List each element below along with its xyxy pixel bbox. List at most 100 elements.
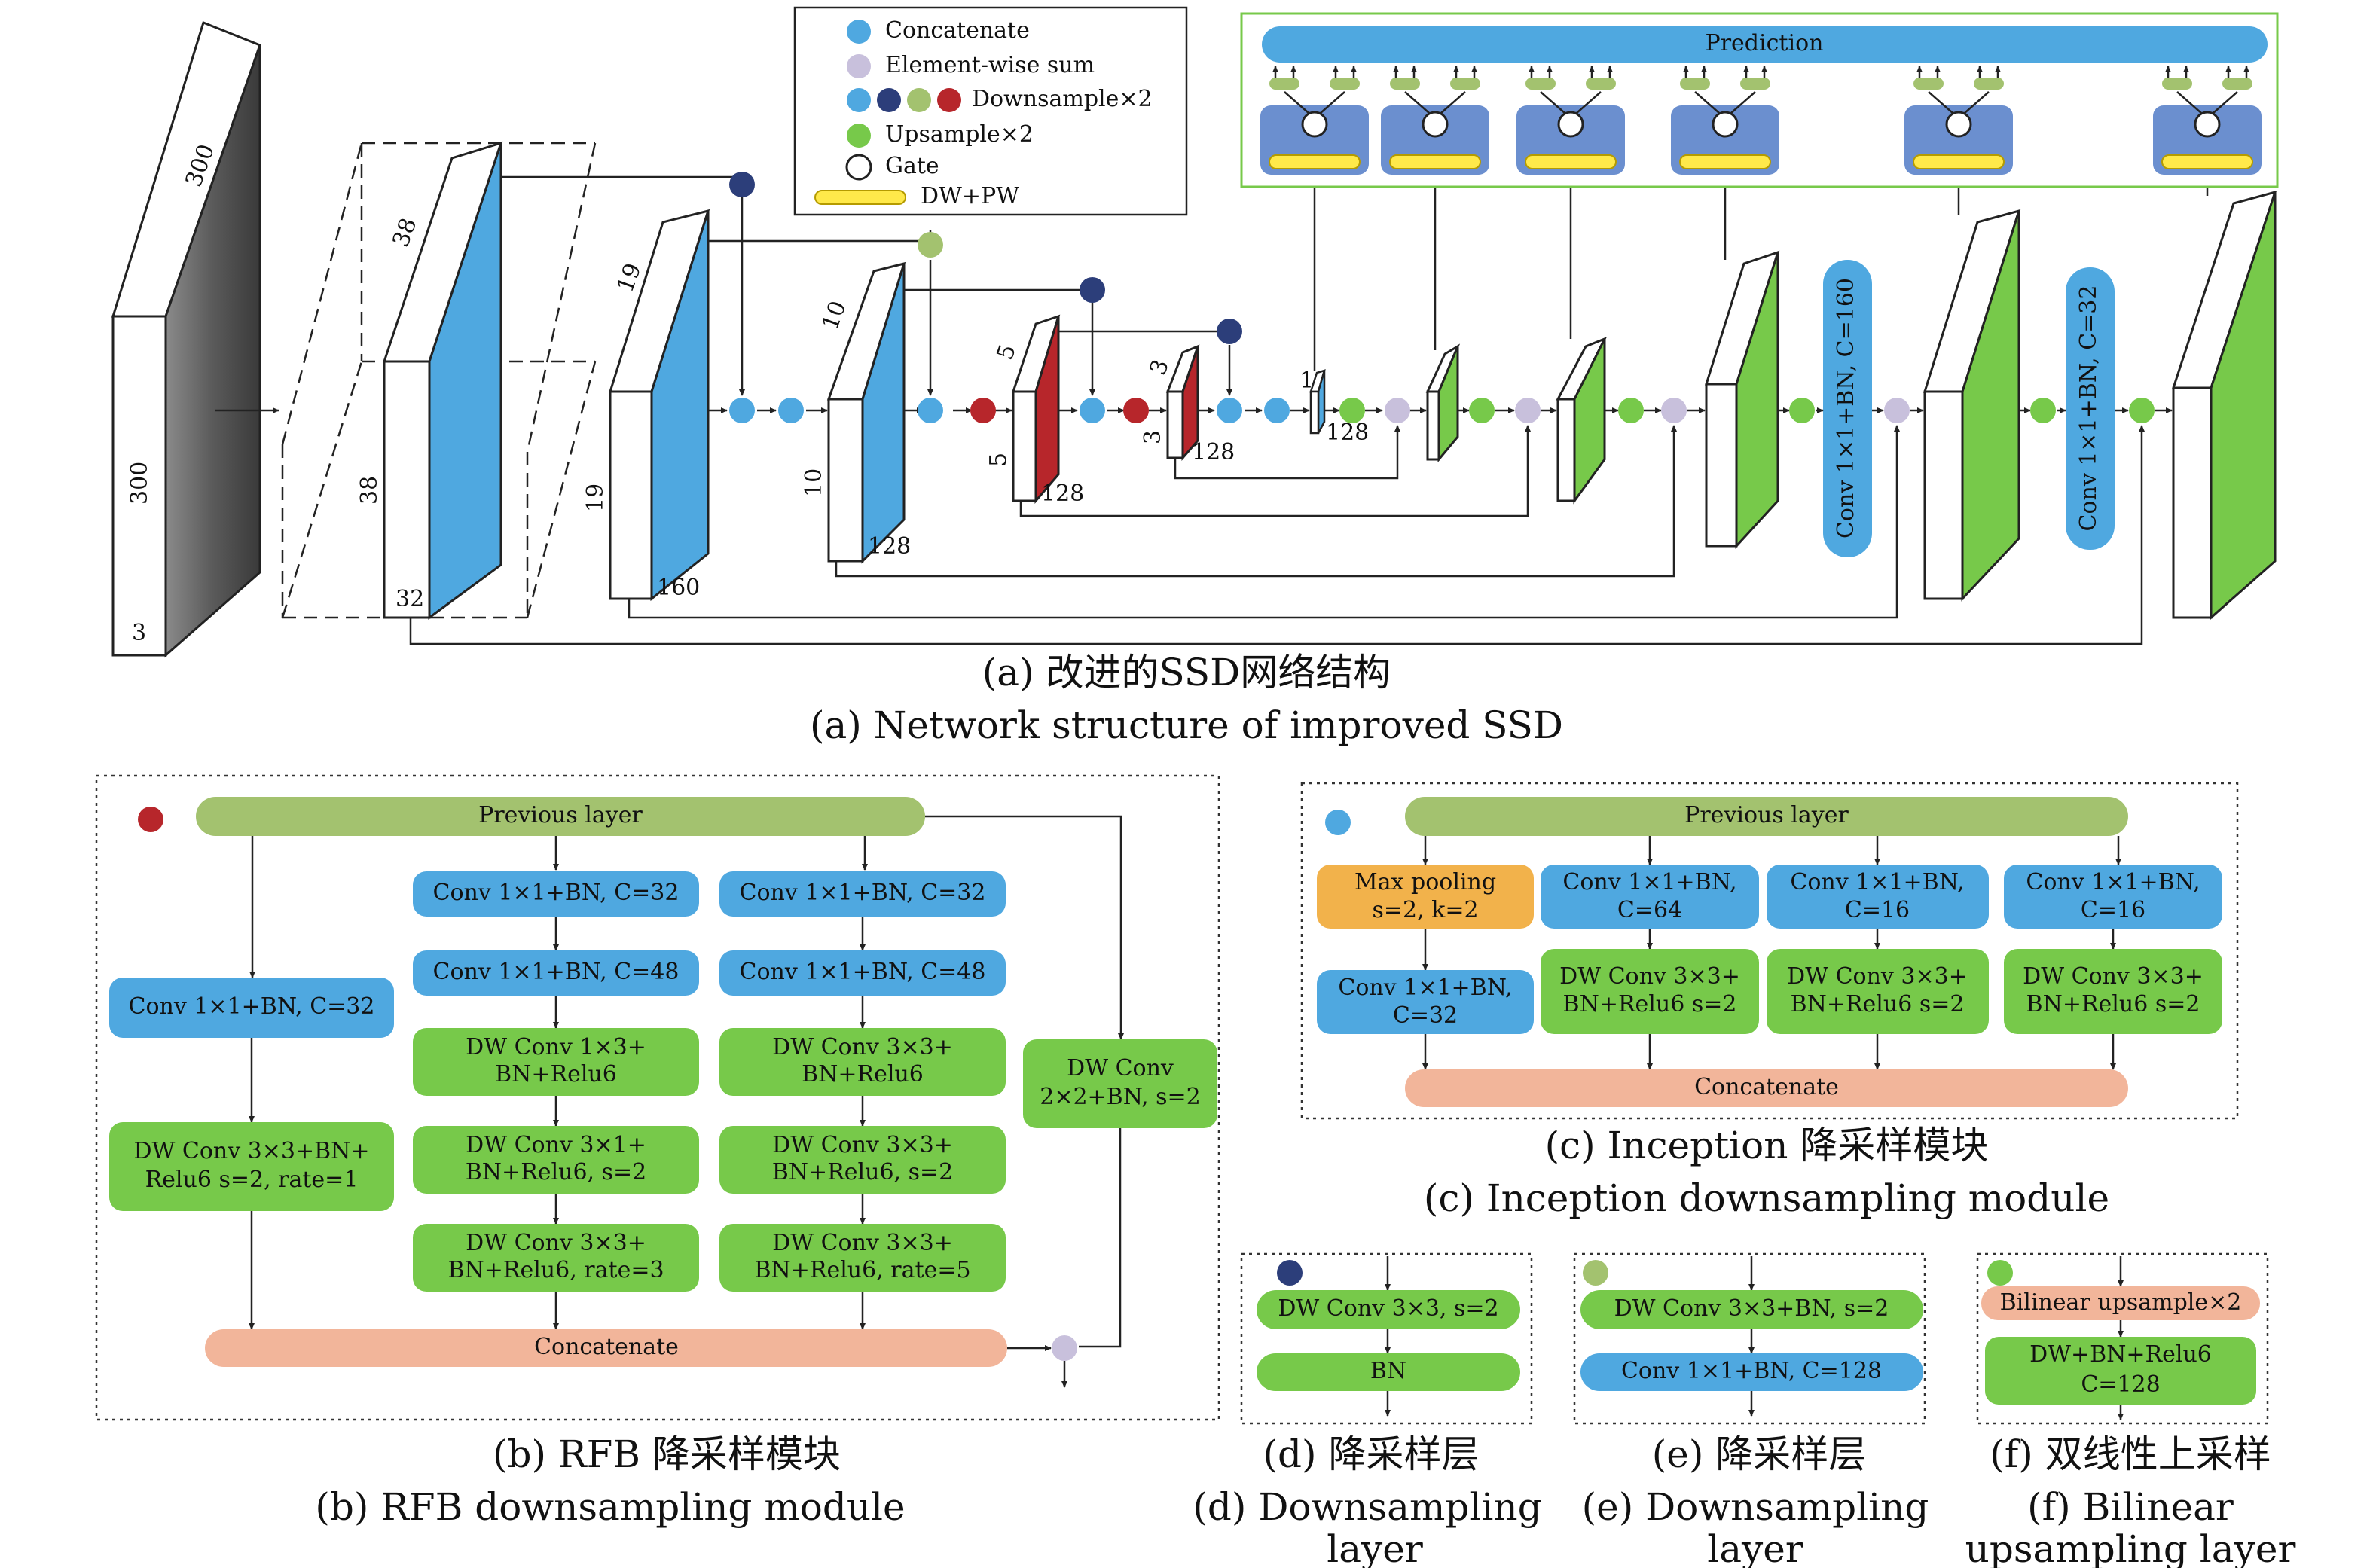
concatenate-icon	[729, 398, 755, 423]
branch-pill	[1330, 78, 1360, 90]
caption-f-en2: upsampling layer	[1965, 1527, 2296, 1568]
rfb-mid-3b: BN+Relu6	[495, 1061, 617, 1088]
dim-label: 19	[582, 484, 609, 512]
output-block-3	[1425, 343, 1461, 463]
rfb-right-4b: BN+Relu6, s=2	[772, 1159, 953, 1185]
dim-label: 128	[1326, 419, 1369, 446]
branch-pill	[1974, 78, 2004, 90]
branch-line	[1320, 91, 1345, 114]
rfb-concat: Concatenate	[534, 1334, 679, 1360]
inception-c16a-b: C=16	[1845, 897, 1910, 923]
dim-label: 38	[356, 476, 383, 505]
gate-icon	[1301, 111, 1328, 138]
caption-f-en1: (f) Bilinear	[2027, 1485, 2234, 1529]
branch-line	[1404, 91, 1430, 114]
dim-label: 38	[388, 215, 423, 251]
caption-d-cn: (d) 降采样层	[1263, 1432, 1480, 1476]
prediction-units	[1260, 66, 2262, 175]
branch-pill	[1740, 78, 1770, 90]
upsample-icon	[1618, 398, 1644, 423]
caption-e-en1: (e) Downsampling	[1582, 1485, 1929, 1529]
sum-icon	[2129, 398, 2155, 423]
rfb-previous: Previous layer	[478, 802, 643, 828]
downsample-icon	[138, 807, 163, 832]
downsample-icon	[1080, 277, 1105, 303]
prediction-label: Prediction	[1706, 30, 1824, 56]
output-block-10	[1704, 250, 1780, 549]
sum-icon	[1661, 398, 1687, 423]
branch-line	[1928, 91, 1953, 114]
dim-label: 160	[657, 575, 700, 601]
downsample-icon	[729, 172, 755, 197]
inception-module: Previous layer Max pooling s=2, k=2 Conv…	[1300, 782, 2239, 1120]
branch-line	[1540, 91, 1565, 114]
upsample-icon	[1469, 398, 1495, 423]
upsample-icon	[2030, 398, 2056, 423]
feature-block-19: 19 19 160	[582, 209, 710, 602]
inception-concat: Concatenate	[1694, 1074, 1839, 1100]
branch-line	[1694, 91, 1720, 114]
downsample-icon	[1217, 319, 1242, 344]
caption-d-en2: layer	[1327, 1527, 1423, 1568]
dim-label: 5	[985, 453, 1012, 467]
conv160-block: Conv 1×1+BN, C=160	[1823, 260, 1872, 557]
inception-c32-b: C=32	[1393, 1002, 1458, 1029]
dim-label: 10	[801, 468, 827, 497]
branch-line	[1440, 91, 1466, 114]
dim-label: 32	[396, 586, 424, 612]
caption-a-cn: (a) 改进的SSD网络结构	[982, 651, 1391, 694]
dim-label: 1	[1300, 368, 1314, 394]
legend-downsample: Downsample×2	[972, 86, 1153, 112]
legend-upsample: Upsample×2	[885, 121, 1034, 148]
downsample-icon	[778, 398, 804, 423]
rfb-mid-4a: DW Conv 3×1+	[466, 1132, 646, 1158]
dim-label: 3	[1145, 356, 1174, 379]
sum-icon	[1884, 398, 1910, 423]
downsample-icon	[907, 88, 931, 112]
upsample-icon	[1339, 398, 1365, 423]
concatenate-icon	[847, 20, 871, 44]
sum-icon	[847, 54, 871, 78]
rfb-mid-2: Conv 1×1+BN, C=48	[433, 959, 680, 985]
downsample-icon	[937, 88, 961, 112]
branch-pill	[1526, 78, 1556, 90]
rfb-side-a: DW Conv	[1067, 1055, 1174, 1081]
caption-e-en2: layer	[1707, 1527, 1803, 1568]
branch-pill	[1680, 78, 1710, 90]
inception-dw2-b: BN+Relu6 s=2	[1791, 991, 1965, 1017]
inception-c16b-b: C=16	[2081, 897, 2145, 923]
input-image-block: 300 300 3	[111, 21, 261, 658]
dwpw-bar	[2161, 154, 2253, 169]
network-structure: 300 300 3 38 38 32	[111, 6, 2279, 658]
inception-c64-b: C=64	[1617, 897, 1682, 923]
caption-c-en: (c) Inception downsampling module	[1424, 1176, 2109, 1220]
caption-d-en1: (d) Downsampling	[1193, 1485, 1541, 1529]
rfb-right-5a: DW Conv 3×3+	[772, 1230, 953, 1256]
caption-f-cn: (f) 双线性上采样	[1990, 1432, 2271, 1476]
branch-line	[1576, 91, 1602, 114]
gate-icon	[845, 154, 872, 181]
upsample-icon	[1987, 1260, 2013, 1286]
upsample-icon	[1789, 398, 1815, 423]
upsample-icon	[847, 124, 871, 148]
sum-icon	[1515, 398, 1541, 423]
concatenate-icon	[1217, 398, 1242, 423]
up-f-2b: C=128	[2081, 1371, 2160, 1398]
inception-dw1-b: BN+Relu6 s=2	[1563, 991, 1737, 1017]
branch-pill	[1269, 78, 1300, 90]
gate-icon	[1557, 111, 1584, 138]
dim-label: 300	[127, 462, 153, 505]
branch-line	[2213, 91, 2238, 114]
rfb-mid-3a: DW Conv 1×3+	[466, 1034, 646, 1060]
inception-previous: Previous layer	[1684, 802, 1849, 828]
rfb-mid-5a: DW Conv 3×3+	[466, 1230, 646, 1256]
branch-line	[2176, 91, 2202, 114]
rfb-mid-5b: BN+Relu6, rate=3	[447, 1257, 664, 1283]
gate-icon	[1422, 111, 1449, 138]
inception-dw3-a: DW Conv 3×3+	[2023, 963, 2204, 990]
rfb-right-1: Conv 1×1+BN, C=32	[740, 880, 986, 906]
rfb-mid-4b: BN+Relu6, s=2	[466, 1159, 646, 1185]
caption-a-en: (a) Network structure of improved SSD	[810, 703, 1563, 747]
conv160-label: Conv 1×1+BN, C=160	[1833, 278, 1859, 538]
